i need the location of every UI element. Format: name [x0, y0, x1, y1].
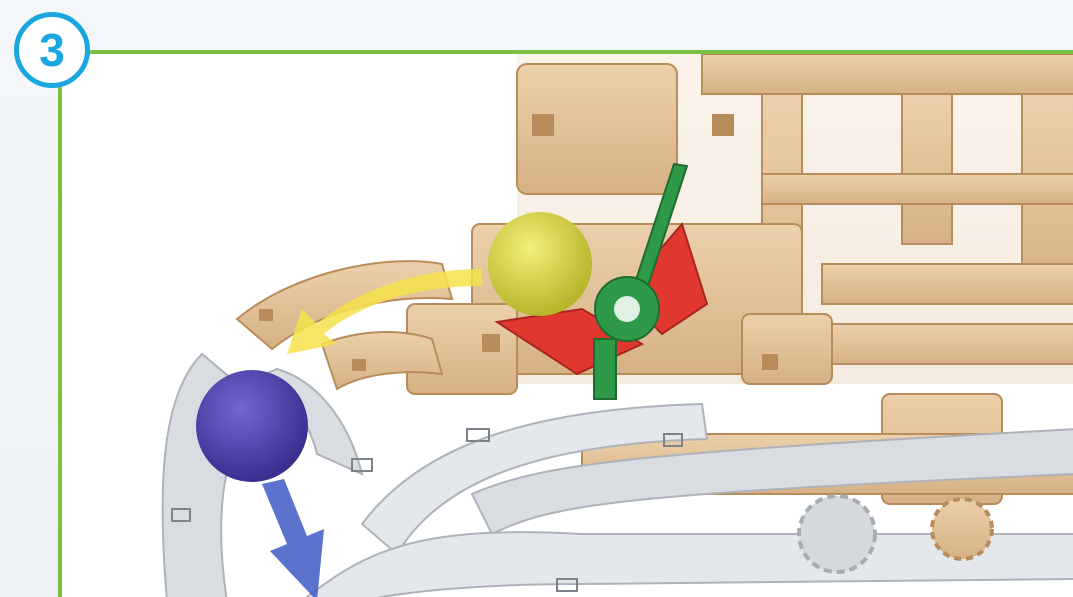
marble-run-illustration — [62, 54, 1073, 597]
yellow-ball-icon — [488, 212, 592, 316]
blue-arrow-icon — [262, 479, 324, 597]
step-number-badge: 3 — [14, 12, 90, 88]
blue-ball-icon — [196, 370, 308, 482]
step-number: 3 — [39, 27, 65, 73]
step-illustration-frame — [58, 50, 1073, 597]
